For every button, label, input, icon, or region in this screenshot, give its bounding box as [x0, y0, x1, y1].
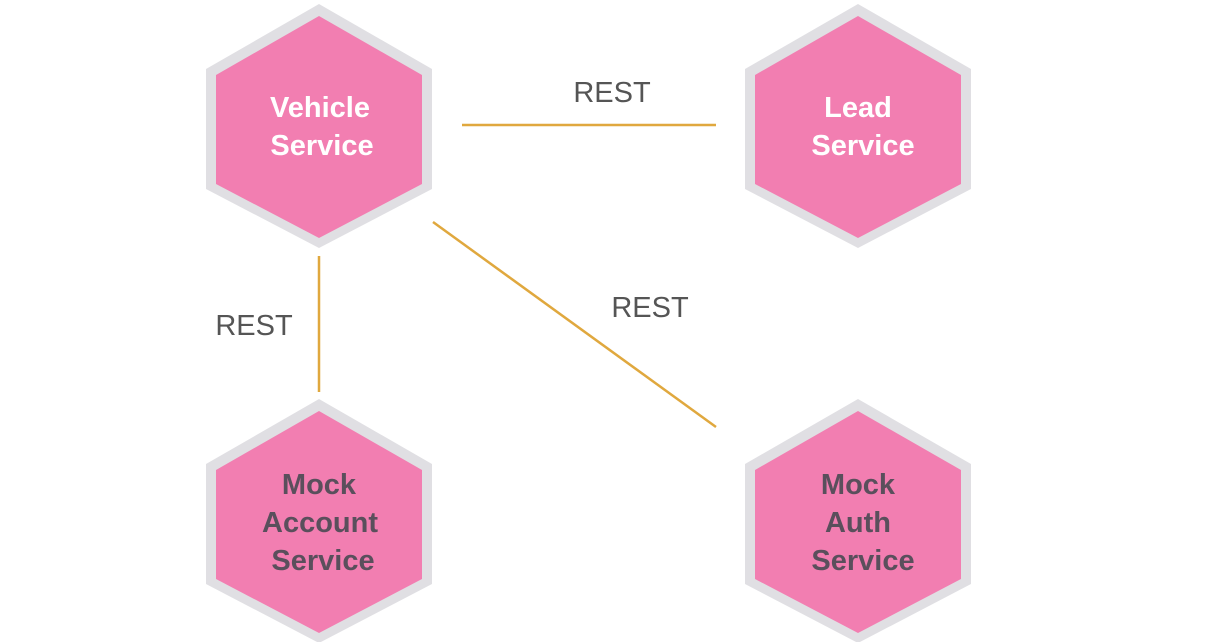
node-title: Mock — [821, 469, 896, 501]
hexagon-fill — [216, 16, 422, 238]
hexagon-fill — [755, 411, 961, 633]
node-lead-service[interactable]: Lead Service — [745, 4, 971, 248]
node-title: Vehicle — [270, 92, 370, 124]
node-title: Service — [811, 130, 914, 162]
edge-vehicle-auth: REST — [432, 220, 717, 429]
node-mock-account-service[interactable]: Mock Account Service — [206, 399, 432, 642]
node-title: Service — [271, 545, 374, 577]
node-title: Mock — [282, 469, 357, 501]
edge-label: REST — [611, 292, 689, 324]
node-title: Account — [262, 507, 378, 539]
edge-label: REST — [573, 77, 651, 109]
node-title: Service — [811, 545, 914, 577]
hexagon-fill — [755, 16, 961, 238]
node-title: Auth — [825, 507, 891, 539]
edge-label: REST — [215, 310, 293, 342]
connector-line — [432, 220, 717, 429]
edge-vehicle-account: REST — [215, 256, 321, 392]
node-vehicle-service[interactable]: Vehicle Service — [206, 4, 432, 248]
node-title: Service — [270, 130, 373, 162]
node-mock-auth-service[interactable]: Mock Auth Service — [745, 399, 971, 642]
hexagon-fill — [216, 411, 422, 633]
edge-vehicle-lead: REST — [462, 77, 716, 127]
node-title: Lead — [824, 92, 892, 124]
